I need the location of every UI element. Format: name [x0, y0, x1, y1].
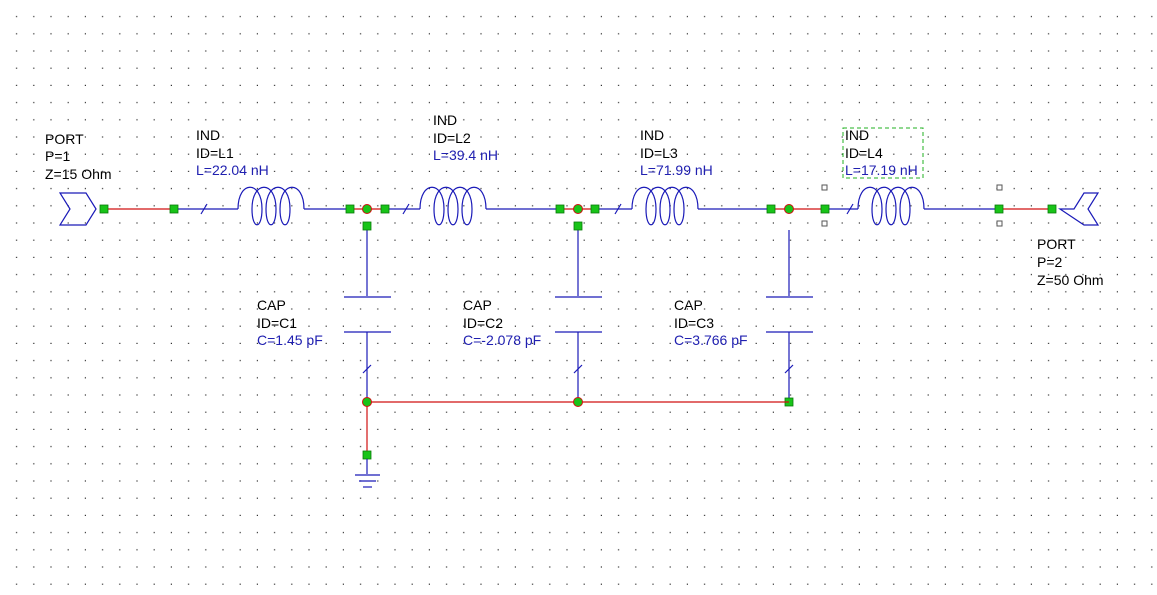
l4-type-label: IND — [845, 127, 869, 143]
junction-node[interactable] — [362, 397, 372, 407]
junction-node[interactable] — [362, 204, 372, 214]
selection-box — [842, 127, 924, 179]
l2-value-label[interactable]: L=39.4 nH — [433, 147, 498, 163]
port-2-symbol — [1058, 192, 1100, 226]
capacitor-c2[interactable] — [555, 221, 602, 398]
c2-id-label: ID=C2 — [463, 315, 503, 331]
capacitor-c1[interactable] — [344, 221, 391, 398]
c1-value-label[interactable]: C=1.45 pF — [257, 332, 323, 348]
l1-id-label: ID=L1 — [196, 145, 234, 161]
l2-type-label: IND — [433, 112, 457, 128]
c2-type-label: CAP — [463, 297, 492, 313]
c3-value-label[interactable]: C=3.766 pF — [674, 332, 748, 348]
port-2[interactable] — [1047, 192, 1100, 226]
port-2-type-label: PORT — [1037, 236, 1076, 252]
junction-node[interactable] — [784, 204, 794, 214]
l3-type-label: IND — [640, 127, 664, 143]
junction-node[interactable] — [573, 397, 583, 407]
l4-value-label[interactable]: L=17.19 nH — [845, 162, 918, 178]
l1-type-label: IND — [196, 127, 220, 143]
ground-icon[interactable] — [355, 450, 380, 488]
l4-id-label: ID=L4 — [845, 145, 883, 161]
port-1-type-label: PORT — [45, 131, 84, 147]
c1-type-label: CAP — [257, 297, 286, 313]
c3-id-label: ID=C3 — [674, 315, 714, 331]
port-2-impedance-label: Z=50 Ohm — [1037, 272, 1104, 288]
l3-value-label[interactable]: L=71.99 nH — [640, 162, 713, 178]
inductor-l2[interactable] — [380, 186, 565, 226]
port-1-number-label: P=1 — [45, 148, 71, 164]
selection-handle[interactable] — [821, 184, 828, 191]
port-1[interactable] — [58, 192, 109, 226]
c2-value-label[interactable]: C=-2.078 pF — [463, 332, 541, 348]
c3-type-label: CAP — [674, 297, 703, 313]
inductor-l4[interactable] — [820, 127, 1004, 227]
selection-handle[interactable] — [821, 220, 828, 227]
inductor-l3[interactable] — [590, 186, 776, 226]
inductor-l1[interactable] — [169, 186, 355, 226]
port-1-symbol — [58, 192, 97, 226]
l2-id-label: ID=L2 — [433, 130, 471, 146]
selection-handle[interactable] — [996, 184, 1003, 191]
port-2-number-label: P=2 — [1037, 254, 1063, 270]
l1-value-label[interactable]: L=22.04 nH — [196, 162, 269, 178]
c1-id-label: ID=C1 — [257, 315, 297, 331]
l3-id-label: ID=L3 — [640, 145, 678, 161]
selection-handle[interactable] — [996, 220, 1003, 227]
port-1-impedance-label: Z=15 Ohm — [45, 166, 112, 182]
junction-node[interactable] — [573, 204, 583, 214]
